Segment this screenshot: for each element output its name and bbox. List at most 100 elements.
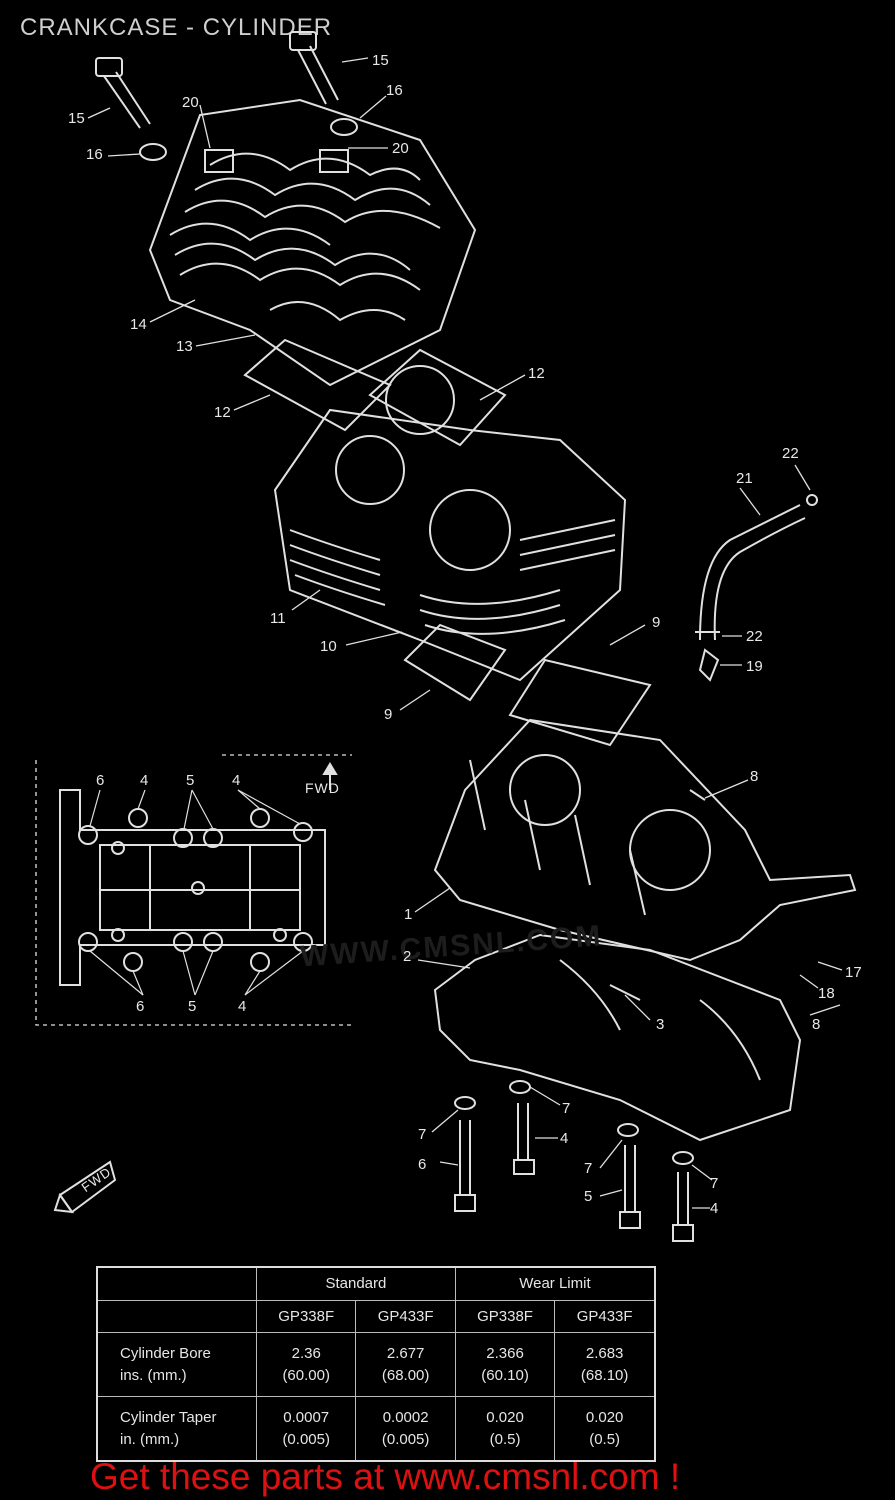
table-cell: 0.020 (0.5) — [554, 1396, 656, 1462]
fwd-arrow-icon — [53, 1160, 117, 1214]
part-number-6: 6 — [418, 1156, 427, 1173]
bolt-pattern-inset — [35, 754, 352, 1026]
row-label-line2: in. (mm.) — [120, 1430, 180, 1448]
row-label-line1: Cylinder Bore — [120, 1344, 211, 1362]
table-cell: 0.0002 (0.005) — [355, 1396, 456, 1462]
part-number-3: 3 — [656, 1016, 665, 1033]
bolt-5 — [617, 1123, 641, 1229]
part-number-19: 19 — [746, 658, 763, 675]
cell-value-mm: (60.00) — [282, 1366, 330, 1384]
cell-value-mm: (0.5) — [589, 1430, 621, 1448]
bolt-4-center — [509, 1080, 535, 1175]
part-number-22: 22 — [782, 445, 799, 462]
cell-value: 2.366 — [486, 1344, 524, 1362]
cell-value: 0.020 — [486, 1408, 524, 1426]
table-cell: 0.0007 (0.005) — [255, 1396, 357, 1462]
part-number-1: 1 — [404, 906, 413, 923]
spec-table: Standard Wear Limit GP338F GP433F GP338F… — [96, 1266, 656, 1462]
part-number-15: 15 — [372, 52, 389, 69]
footer-link[interactable]: Get these parts at www.cmsnl.com ! — [90, 1456, 681, 1497]
part-number-14: 14 — [130, 316, 147, 333]
breather-hose — [695, 494, 818, 682]
part-number-4: 4 — [238, 998, 247, 1015]
part-number-9: 9 — [384, 706, 393, 723]
part-number-5: 5 — [188, 998, 197, 1015]
lower-crankcase — [433, 933, 802, 1142]
base-gasket — [403, 623, 652, 747]
part-number-12: 12 — [528, 365, 545, 382]
table-cell: 0.020 (0.5) — [454, 1396, 556, 1462]
cell-value-mm: (68.00) — [381, 1366, 430, 1384]
row-label-line1: Cylinder Taper — [120, 1408, 217, 1426]
upper-crankcase — [433, 718, 857, 962]
cell-value: 2.683 — [585, 1344, 624, 1362]
head-gasket — [243, 338, 507, 447]
part-number-11: 11 — [270, 610, 286, 627]
cell-value-mm: (68.10) — [580, 1366, 629, 1384]
part-number-22: 22 — [746, 628, 763, 645]
model-header: GP433F — [554, 1299, 656, 1334]
table-cell: 2.677 (68.00) — [355, 1332, 456, 1398]
row-label: Cylinder Bore ins. (mm.) — [96, 1332, 257, 1398]
part-number-2: 2 — [403, 948, 412, 965]
cell-value: 0.0002 — [382, 1408, 429, 1426]
model-header: GP433F — [355, 1299, 456, 1334]
part-number-15: 15 — [68, 110, 85, 127]
part-number-8: 8 — [812, 1016, 821, 1033]
table-cell: 2.36 (60.00) — [255, 1332, 357, 1398]
part-number-7: 7 — [418, 1126, 427, 1143]
part-number-16: 16 — [86, 146, 103, 163]
part-number-9: 9 — [652, 614, 661, 631]
part-number-20: 20 — [182, 94, 199, 111]
table-header-row: Standard Wear Limit — [96, 1266, 656, 1301]
cell-value-mm: (60.10) — [481, 1366, 529, 1384]
part-number-6: 6 — [96, 772, 105, 789]
part-number-21: 21 — [736, 470, 753, 487]
part-number-16: 16 — [386, 82, 403, 99]
model-header: GP338F — [255, 1299, 357, 1334]
table-model-row: GP338F GP433F GP338F GP433F — [96, 1299, 656, 1334]
washer-16-left — [139, 143, 167, 161]
header-wear-limit: Wear Limit — [454, 1266, 656, 1301]
part-number-17: 17 — [845, 964, 862, 981]
cylinder-block — [273, 408, 627, 682]
cell-value: 2.677 — [386, 1344, 425, 1362]
cell-value: 0.0007 — [283, 1408, 330, 1426]
row-label: Cylinder Taper in. (mm.) — [96, 1396, 257, 1462]
cell-value-mm: (0.5) — [489, 1430, 521, 1448]
leader-lines — [87, 57, 843, 1209]
page-title: CRANKCASE - CYLINDER — [20, 14, 333, 41]
part-number-4: 4 — [232, 772, 241, 789]
cell-value-mm: (0.005) — [282, 1430, 330, 1448]
bolt-15-left — [95, 57, 151, 129]
table-row: Cylinder Bore ins. (mm.) 2.36 (60.00) 2.6… — [96, 1332, 656, 1398]
model-header: GP338F — [454, 1299, 556, 1334]
model-corner — [96, 1299, 257, 1334]
fwd-label: FWD — [305, 780, 340, 796]
part-number-5: 5 — [584, 1188, 593, 1205]
table-cell: 2.366 (60.10) — [454, 1332, 556, 1398]
part-number-18: 18 — [818, 985, 835, 1002]
part-number-7: 7 — [562, 1100, 571, 1117]
part-number-12: 12 — [214, 404, 231, 421]
part-number-7: 7 — [710, 1175, 719, 1192]
washer-16-right — [330, 118, 358, 136]
part-number-4: 4 — [560, 1130, 569, 1147]
part-number-6: 6 — [136, 998, 145, 1015]
part-number-13: 13 — [176, 338, 193, 355]
cell-value: 0.020 — [585, 1408, 624, 1426]
part-number-4: 4 — [140, 772, 149, 789]
bolt-6 — [454, 1096, 476, 1212]
part-number-7: 7 — [584, 1160, 593, 1177]
table-corner — [96, 1266, 257, 1301]
part-number-5: 5 — [186, 772, 195, 789]
cell-value-mm: (0.005) — [381, 1430, 430, 1448]
bolt-15-right — [289, 31, 339, 105]
table-cell: 2.683 (68.10) — [554, 1332, 656, 1398]
part-number-10: 10 — [320, 638, 337, 655]
row-label-line2: ins. (mm.) — [120, 1366, 187, 1384]
cell-value: 2.36 — [291, 1344, 321, 1362]
bolt-4-right — [672, 1151, 694, 1242]
cylinder-head — [148, 98, 477, 387]
